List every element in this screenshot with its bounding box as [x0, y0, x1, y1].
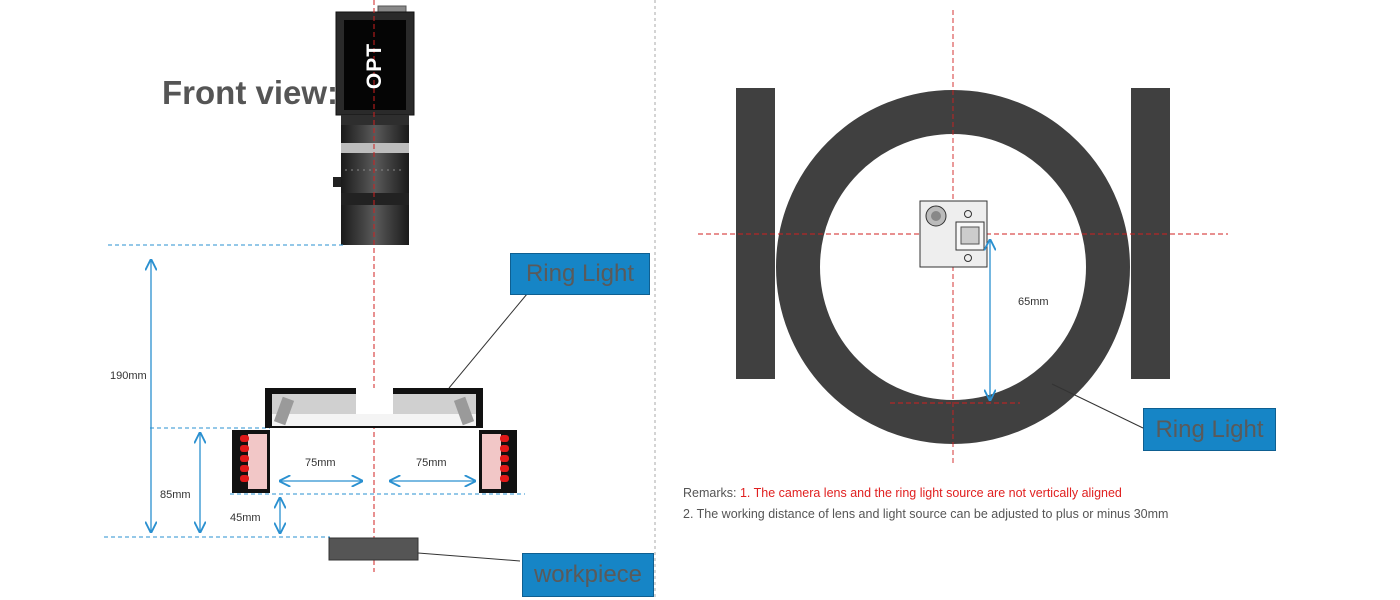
remarks-item-1: 1. The camera lens and the ring light so… [739, 486, 1122, 500]
ring-light-callout-front-label: Ring Light [525, 260, 635, 287]
workpiece-leader-line [417, 552, 521, 562]
camera-back [919, 200, 988, 268]
lens-silver-band [341, 143, 409, 153]
ring-light-callout-top: Ring Light [1143, 408, 1276, 451]
lens-mount [341, 115, 409, 125]
dim-label-190: 190mm [110, 370, 147, 382]
dim-label-75-right: 75mm [416, 457, 447, 469]
front-view-title: Front view: [162, 74, 339, 111]
remarks-line-2: 2. The working distance of lens and ligh… [683, 507, 1168, 521]
side-bar-left [736, 88, 775, 379]
camera-ethernet-socket [960, 226, 980, 245]
top-view [698, 10, 1228, 466]
led-bar-left [232, 430, 270, 493]
ring-light-front [265, 388, 483, 428]
led-bar-left-leds [240, 435, 249, 482]
remarks-prefix: Remarks: [683, 486, 740, 500]
camera-screw-top [964, 210, 972, 218]
lens-thumbscrew [333, 177, 341, 187]
workpiece-block [328, 537, 419, 561]
ring-light-right-led-strip [453, 396, 475, 426]
front-view [104, 0, 528, 572]
ring-light-callout-top-label: Ring Light [1155, 415, 1264, 443]
ring-light-right-cavity [393, 394, 476, 414]
camera-screw-bottom [964, 254, 972, 262]
dim-label-85: 85mm [160, 489, 191, 501]
camera-brand-label: OPT [363, 42, 386, 90]
led-bar-right-leds [500, 435, 509, 482]
ring-light-callout-front: Ring Light [510, 253, 650, 295]
lens-barrel [341, 205, 409, 245]
side-bar-right [1131, 88, 1170, 379]
dim-label-65: 65mm [1018, 296, 1049, 308]
led [500, 475, 509, 482]
camera-power-connector-pins [931, 211, 941, 221]
led [500, 465, 509, 472]
led [500, 455, 509, 462]
lens-ring-mid [341, 193, 409, 205]
led [240, 465, 249, 472]
led [240, 445, 249, 452]
ring-light-diffuser [272, 414, 476, 426]
ring-light-leader-line [448, 293, 528, 389]
lens-focus-ring [341, 153, 409, 193]
workpiece-callout-label: workpiece [533, 561, 643, 588]
ring-light-aperture [356, 388, 393, 414]
workpiece-callout: workpiece [522, 553, 654, 597]
led [500, 435, 509, 442]
dim-label-45: 45mm [230, 512, 261, 524]
led [240, 435, 249, 442]
top-ring-light-leader-line [1051, 383, 1144, 429]
led [500, 445, 509, 452]
lens-ring-top [341, 125, 409, 143]
camera-face [344, 20, 406, 110]
led [240, 475, 249, 482]
led [240, 455, 249, 462]
remarks-line-1: Remarks: 1. The camera lens and the ring… [683, 486, 1122, 500]
led-bar-left-diffuser [248, 434, 267, 489]
remarks-item-2: 2. The working distance of lens and ligh… [683, 507, 1169, 521]
led-bar-right-diffuser [482, 434, 501, 489]
camera [333, 5, 415, 245]
ring-light-left-led-strip [273, 396, 295, 426]
ring-light-left-cavity [272, 394, 356, 414]
dim-label-75-left: 75mm [305, 457, 336, 469]
led-bar-right [479, 430, 517, 493]
